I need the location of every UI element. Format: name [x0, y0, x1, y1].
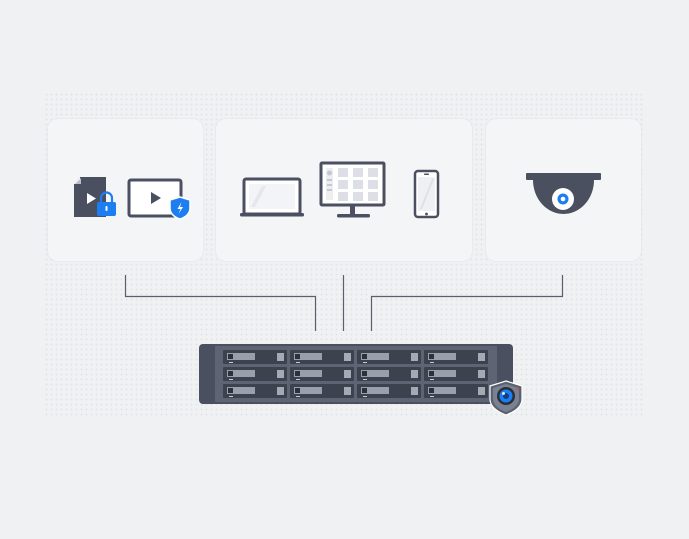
smartphone-icon — [415, 171, 438, 217]
dome-camera-icon — [526, 173, 601, 214]
connector-lines — [126, 275, 563, 331]
drive-bay — [223, 350, 287, 364]
monitor-icon — [321, 163, 384, 218]
drive-bay — [424, 350, 488, 364]
drive-bay — [424, 367, 488, 381]
protected-video-player-icon — [129, 180, 190, 219]
locked-video-file-icon — [74, 177, 116, 217]
drive-bay — [357, 367, 421, 381]
drive-bay — [290, 350, 354, 364]
surveillance-lens-badge-icon — [490, 381, 522, 415]
drive-bay — [290, 367, 354, 381]
drive-bay — [424, 384, 488, 398]
laptop-icon — [240, 179, 304, 217]
drive-bay — [357, 350, 421, 364]
drive-bay — [223, 367, 287, 381]
rackmount-nas-icon — [199, 344, 513, 404]
drive-bay — [357, 384, 421, 398]
drive-bay — [223, 384, 287, 398]
drive-bay — [290, 384, 354, 398]
